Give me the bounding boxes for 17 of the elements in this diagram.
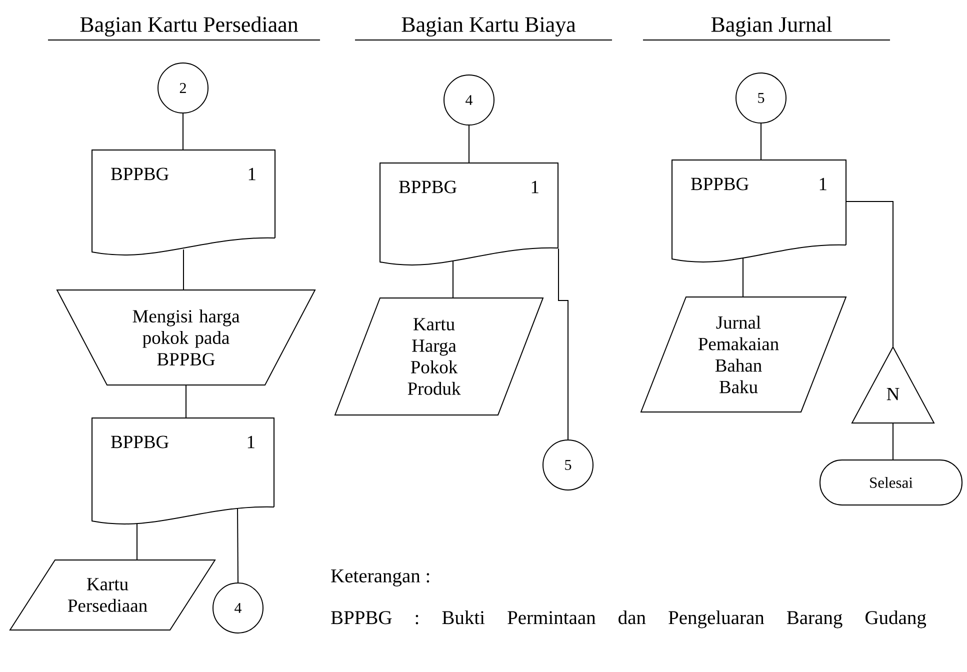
- connector-line: [136, 524, 138, 560]
- connector-line: [468, 125, 470, 163]
- connector-line: [742, 258, 744, 298]
- connector-line: [237, 508, 238, 583]
- connector-line: [846, 201, 894, 347]
- document-shape: BPPBG 1: [380, 162, 558, 266]
- connector-line: [452, 260, 454, 298]
- connector-line: [182, 113, 184, 150]
- document-shape: BPPBG 1: [672, 160, 846, 262]
- document-shape: BPPBG 1: [92, 418, 274, 524]
- note-text: BPPBG : Bukti Permintaan dan Pengeluaran Barang Gudang: [331, 610, 926, 628]
- connector-line: [183, 249, 184, 290]
- note-heading: Keterangan :: [331, 570, 430, 586]
- connector-line: [892, 422, 894, 460]
- connector-line: [760, 123, 762, 160]
- document-shape: BPPBG 1: [92, 150, 276, 256]
- connector-line: [558, 248, 568, 440]
